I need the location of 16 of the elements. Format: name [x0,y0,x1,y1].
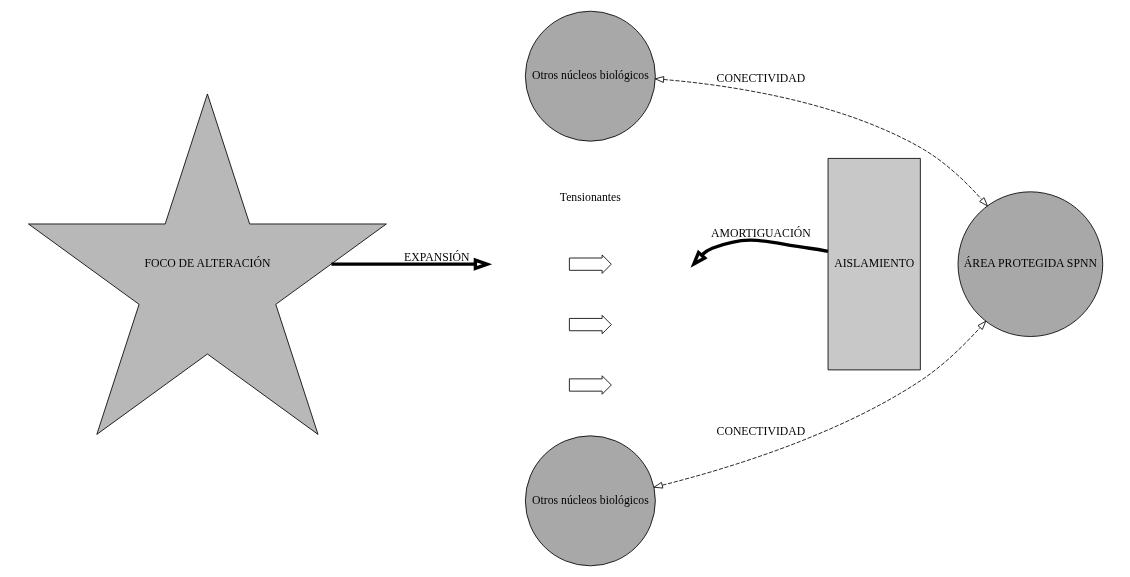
arrow [330,257,492,271]
node-arrow [568,314,612,335]
arrow [690,238,828,268]
edge-label: EXPANSIÓN [403,250,470,264]
edge-label: CONECTIVIDAD [716,424,805,438]
node-box: AISLAMIENTO [827,158,921,371]
node-circle: Otros núcleos biológicos [524,435,656,567]
arrow [654,76,988,207]
label: Tensionantes [559,190,621,204]
arrow [653,320,986,489]
edge-label: AMORTIGUACIÓN [710,227,811,241]
node-arrow [568,254,612,274]
node-circle: ÁREA PROTEGIDA SPNN [957,191,1103,337]
node-circle: Otros núcleos biológicos [524,10,656,142]
edge-label: CONECTIVIDAD [716,72,805,86]
node-arrow [568,375,612,395]
